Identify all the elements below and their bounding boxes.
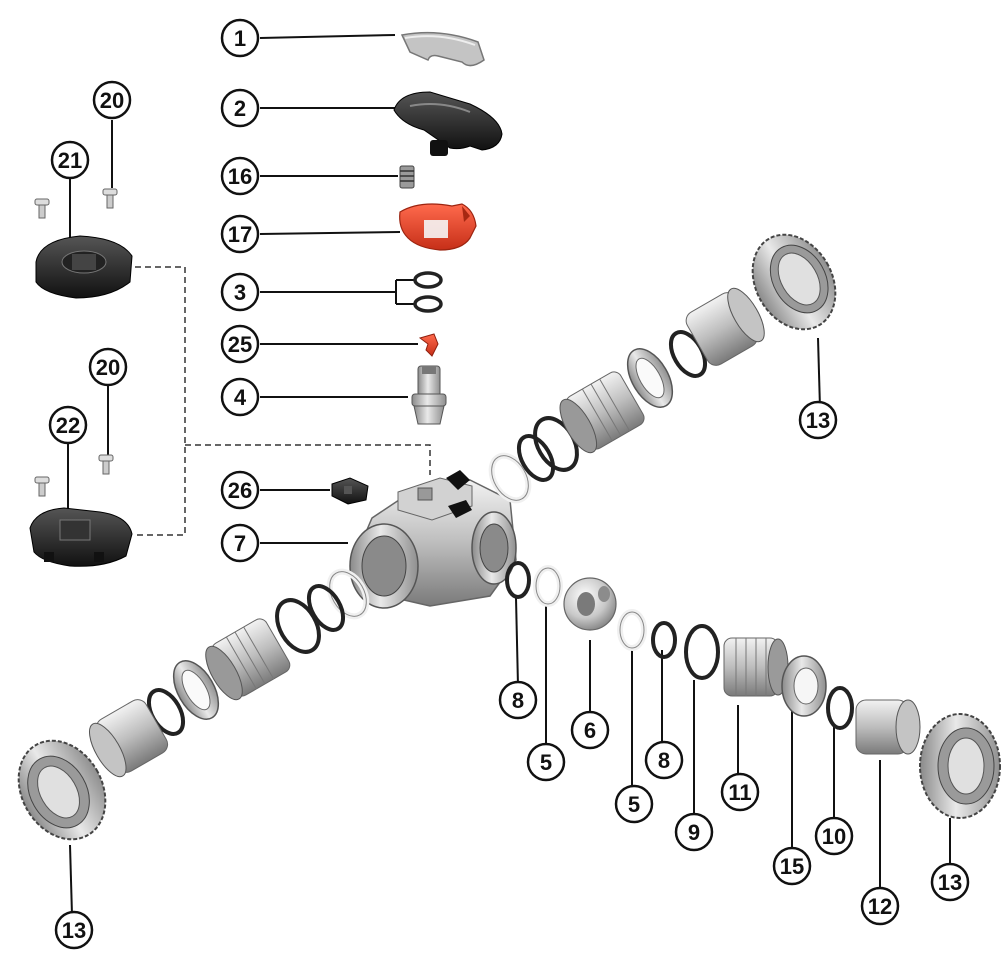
callout-number: 21 [58,148,82,173]
callout-number: 10 [822,824,846,849]
handle-cover-part [400,31,485,67]
callout-circle [220,156,260,196]
callout-circle [930,862,970,902]
callout-number: 13 [62,918,86,943]
callout-c6: 6 [570,710,610,750]
callout-c8a: 8 [498,680,538,720]
callout-number: 15 [780,854,804,879]
callout-number: 16 [228,164,252,189]
dashed-assembly-lines [135,266,431,536]
callout-c11: 11 [720,772,760,812]
callout-circle [644,740,684,780]
callout-circle [814,816,854,856]
screws-upper [34,188,118,219]
callout-c26: 26 [220,470,260,510]
callout-c5b: 5 [614,784,654,824]
callout-c12: 12 [860,886,900,926]
callout-circle [772,846,812,886]
callout-number: 1 [234,26,246,51]
callout-number: 7 [234,531,246,556]
lower-branch-parts [17,568,370,841]
callout-number: 13 [806,408,830,433]
callout-number: 5 [540,750,552,775]
callout-number: 12 [868,894,892,919]
callout-circle [526,742,566,782]
callout-c8b: 8 [644,740,684,780]
callout-number: 8 [512,688,524,713]
stem-part [411,365,447,425]
callout-number: 5 [628,792,640,817]
callout-c13b: 13 [54,910,94,950]
callout-c9: 9 [674,812,714,852]
callout-number: 13 [938,870,962,895]
callout-c13c: 13 [930,862,970,902]
callout-circle [48,405,88,445]
callout-circle [498,680,538,720]
callout-circle [614,784,654,824]
callout-number: 11 [728,780,751,805]
callout-circle [54,910,94,950]
callout-circle [220,272,260,312]
callout-c21: 21 [50,140,90,180]
upper-branch-parts [488,233,837,504]
handle-part [393,91,503,156]
callout-number: 6 [584,718,596,743]
callout-number: 9 [688,820,700,845]
callout-c15: 15 [772,846,812,886]
callout-c2: 2 [220,88,260,128]
spring-part [399,165,415,189]
callout-c20a: 20 [92,80,132,120]
callout-circle [220,377,260,417]
callout-c16: 16 [220,156,260,196]
callout-circle [798,400,838,440]
callout-c10: 10 [814,816,854,856]
callout-c13a: 13 [798,400,838,440]
right-branch-parts [505,561,1001,819]
callout-c20b: 20 [88,347,128,387]
mounting-plate-upper-part [35,235,133,299]
callout-c4: 4 [220,377,260,417]
callout-circle [860,886,900,926]
callout-circle [220,470,260,510]
callout-number: 20 [96,355,120,380]
callout-c1: 1 [220,18,260,58]
callout-circle [720,772,760,812]
callout-c3: 3 [220,272,260,312]
callout-number: 17 [228,222,252,247]
lock-insert-part [399,203,477,251]
callout-circle [570,710,610,750]
valve-body-part [349,470,517,609]
callout-circle [88,347,128,387]
callout-c17: 17 [220,214,260,254]
callout-number: 20 [100,88,124,113]
callout-circle [220,523,260,563]
callout-circle [674,812,714,852]
callout-number: 22 [56,413,80,438]
callout-c25: 25 [220,324,260,364]
red-clip-part [418,333,439,357]
callout-c22: 22 [48,405,88,445]
black-key-part [331,477,369,505]
callout-number: 26 [228,478,252,503]
callout-c5a: 5 [526,742,566,782]
callout-c7: 7 [220,523,260,563]
leader-lines [67,34,951,916]
callout-number: 8 [658,748,670,773]
callout-circle [50,140,90,180]
callout-circle [220,214,260,254]
callout-circle [92,80,132,120]
screws-lower [34,454,114,497]
callout-number: 25 [228,332,252,357]
stem-o-rings-part [413,271,443,313]
mounting-plate-lower-part [29,507,133,567]
callout-circle [220,18,260,58]
callout-circle [220,324,260,364]
callout-number: 2 [234,96,246,121]
callout-number: 4 [234,385,247,410]
callout-circle [220,88,260,128]
callout-number: 3 [234,280,246,305]
